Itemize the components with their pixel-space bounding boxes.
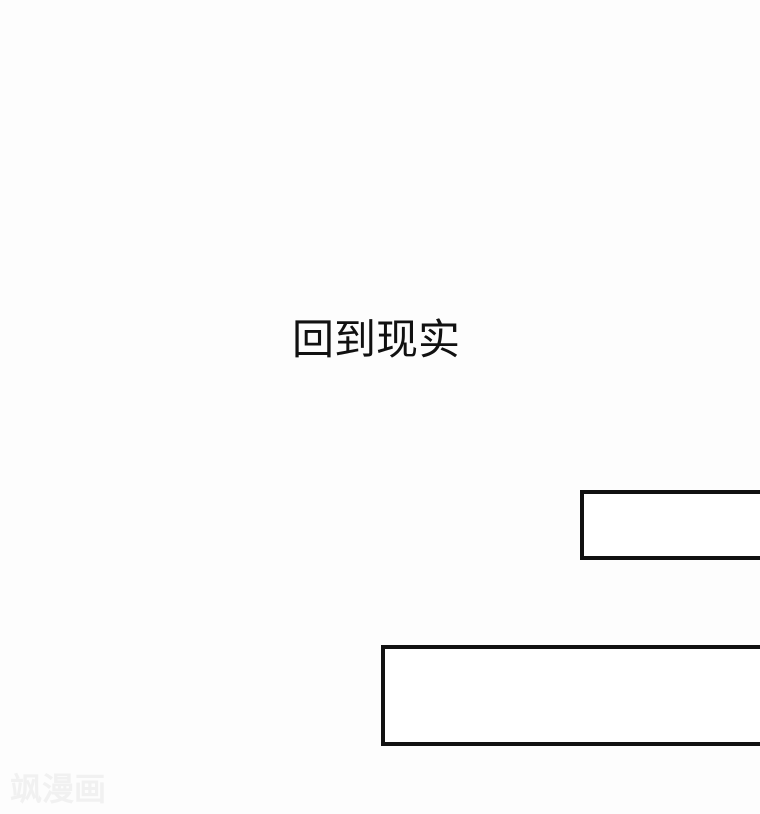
caption-text: 回到现实: [292, 315, 461, 364]
speech-panel-lower: [381, 645, 760, 746]
speech-panel-upper: [580, 490, 760, 560]
watermark-logo: 飒漫画: [10, 770, 107, 808]
